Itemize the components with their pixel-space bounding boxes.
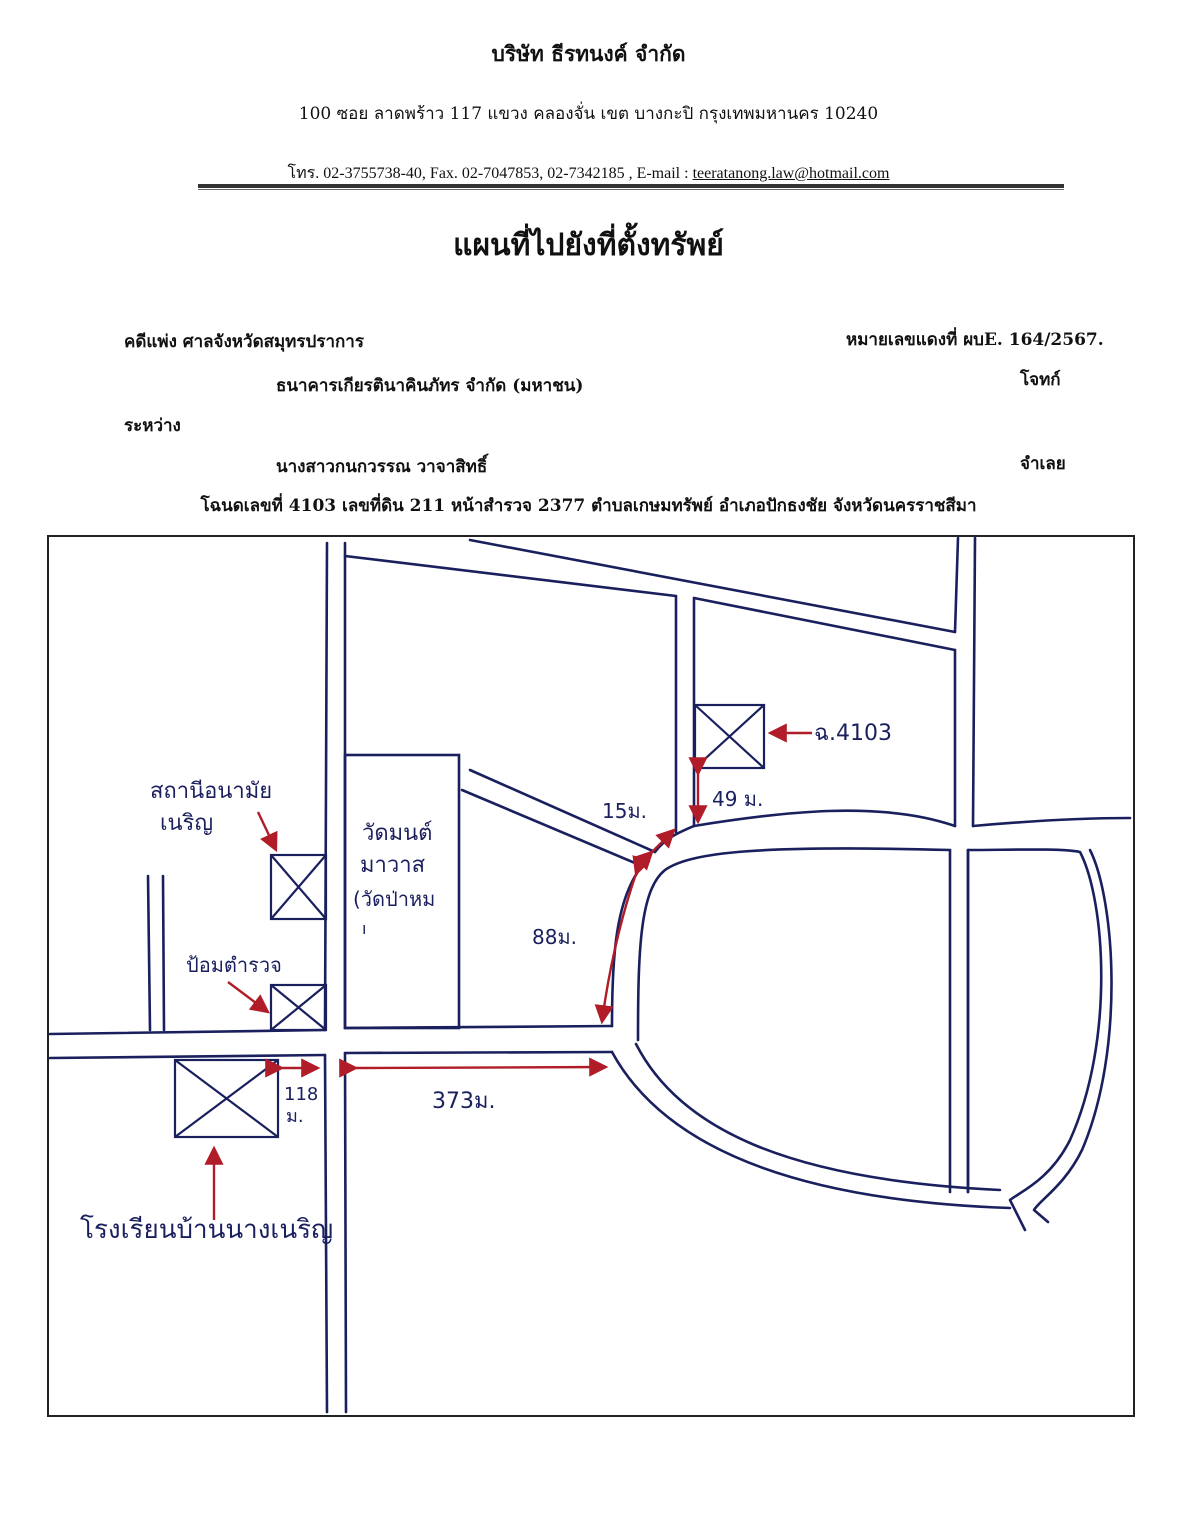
document-title: แผนที่ไปยังที่ตั้งทรัพย์ [453,228,724,263]
police-box-marker [269,983,328,1032]
map-frame [47,535,1135,1417]
temple-block [343,753,461,1030]
case-court: คดีแพ่ง ศาลจังหวัดสมุทรปราการ [124,332,364,352]
header-divider-thin [198,189,1064,190]
company-contact: โทร. 02-3755738-40, Fax. 02-7047853, 02-… [0,161,1177,186]
arrow-health-station [256,811,278,853]
distance-arrows [204,723,812,1220]
temple-label-3: (วัดป่าหม [353,887,435,911]
health-station-marker [269,853,328,921]
plaintiff-role: โจทก์ [1020,370,1061,390]
main-road-south-edge-west [48,1053,327,1060]
inner-diagonal-north [468,768,657,854]
distance-49m: 49 ม. [712,787,763,811]
ring-road-inner [634,847,1002,1194]
contact-phone-fax: โทร. 02-3755738-40, Fax. 02-7047853, 02-… [287,165,693,182]
company-name: บริษัท ธีรทนงค์ จำกัด [491,41,686,66]
side-road-left-a [146,874,152,1032]
property-label: ฉ.4103 [814,721,892,746]
vertical-road-west-edge [323,541,329,1414]
police-box-label: ป้อมตำรวจ [186,953,282,977]
deed-details: โฉนดเลขที่ 4103 เลขที่ดิน 211 หน้าสำรวจ … [200,496,977,516]
plaintiff-name: ธนาคารเกียรตินาคินภัทร จำกัด (มหาชน) [276,376,584,396]
health-station-label-2: เนริญ [160,811,213,836]
arrow-15m [633,828,676,871]
top-diagonal-road-north [468,538,957,634]
top-diagonal-road-south [343,554,678,598]
top-diagonal-road-south-2 [692,596,957,652]
distance-118m-number: 118 [284,1084,318,1105]
temple-label-1: วัดมนต์ [362,821,432,846]
health-station-label-1: สถานีอนามัย [150,779,272,804]
case-number: หมายเลขแดงที่ ผบE. 164/2567. [846,330,1104,350]
distance-373m: 373ม. [432,1089,496,1114]
temple-label-4: ı [362,919,366,938]
right-road-b [971,536,977,828]
distance-118m-unit: ม. [286,1106,304,1127]
ring-road-outer [610,809,1132,1210]
defendant-role: จำเลย [1020,454,1066,474]
defendant-name: นางสาวกนกวรรณ วาจาสิทธิ์ [276,457,488,477]
property-marker [693,703,766,770]
distance-88m: 88ม. [532,925,577,949]
inner-diagonal-south [460,788,644,868]
east-loop-inner [1032,848,1113,1224]
contact-email[interactable]: teeratanong.law@hotmail.com [692,165,890,182]
arrow-373m [339,1057,609,1078]
arrow-police-box [227,981,270,1014]
school-label: โรงเรียนบ้านนางเนริญ [80,1214,333,1245]
company-address: 100 ซอย ลาดพร้าว 117 แขวง คลองจั่น เขต บ… [298,104,879,124]
east-loop-outer [966,848,1103,1232]
right-road-a [953,536,960,634]
distance-15m: 15ม. [602,799,647,823]
arrow-88m [594,854,651,1025]
header-divider [198,184,1064,188]
school-marker [173,1058,280,1139]
main-road-south-edge-mid [343,1050,614,1055]
between-label: ระหว่าง [124,416,181,436]
side-road-left-b [161,874,166,1032]
temple-label-2: มาวาส [360,853,426,878]
